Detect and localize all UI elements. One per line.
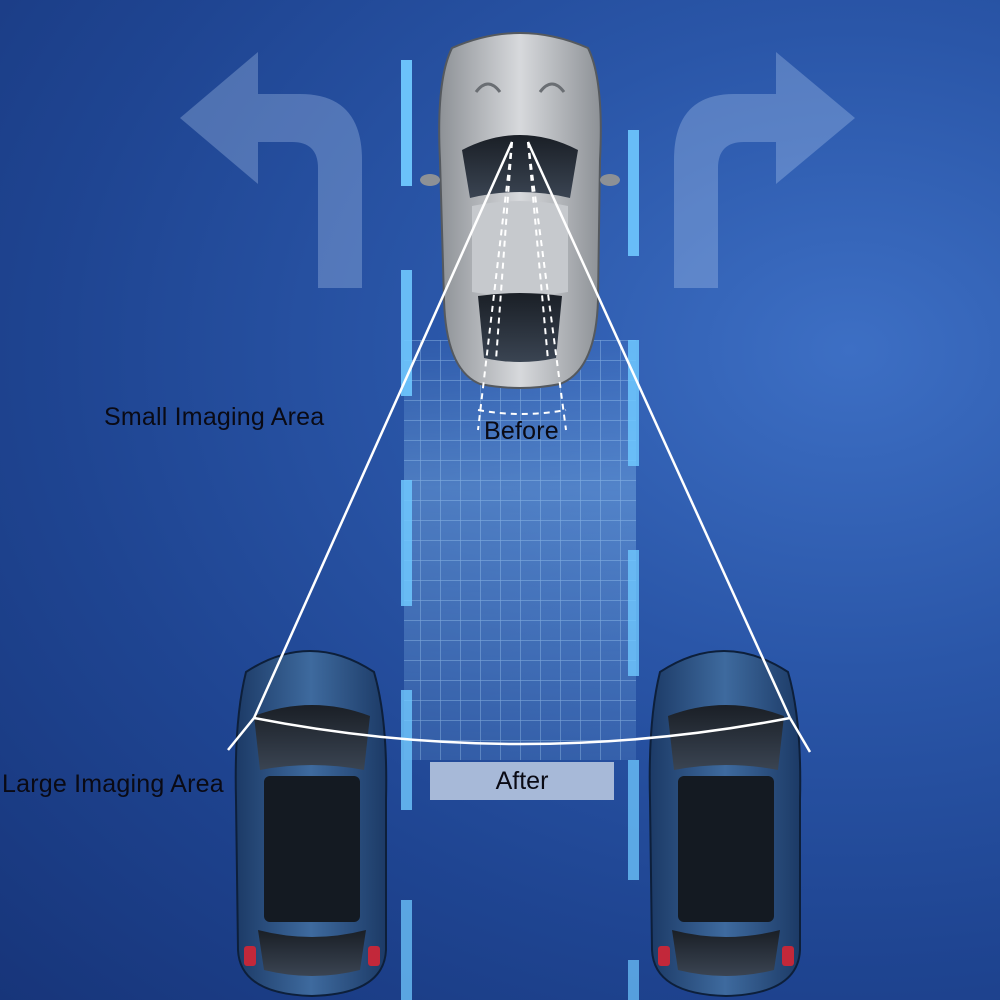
after-label: After bbox=[496, 767, 549, 796]
turn-left-arrow-icon bbox=[180, 52, 362, 288]
turn-right-arrow-icon bbox=[674, 52, 855, 288]
before-label: Before bbox=[484, 417, 559, 446]
left-blue-car bbox=[236, 651, 387, 996]
large-imaging-area-label: Large Imaging Area bbox=[2, 770, 224, 799]
right-blue-car bbox=[650, 651, 801, 996]
small-imaging-area-label: Small Imaging Area bbox=[104, 403, 324, 432]
after-label-box: After bbox=[430, 762, 614, 800]
silver-car bbox=[420, 33, 620, 388]
sensor-grid bbox=[404, 340, 636, 760]
